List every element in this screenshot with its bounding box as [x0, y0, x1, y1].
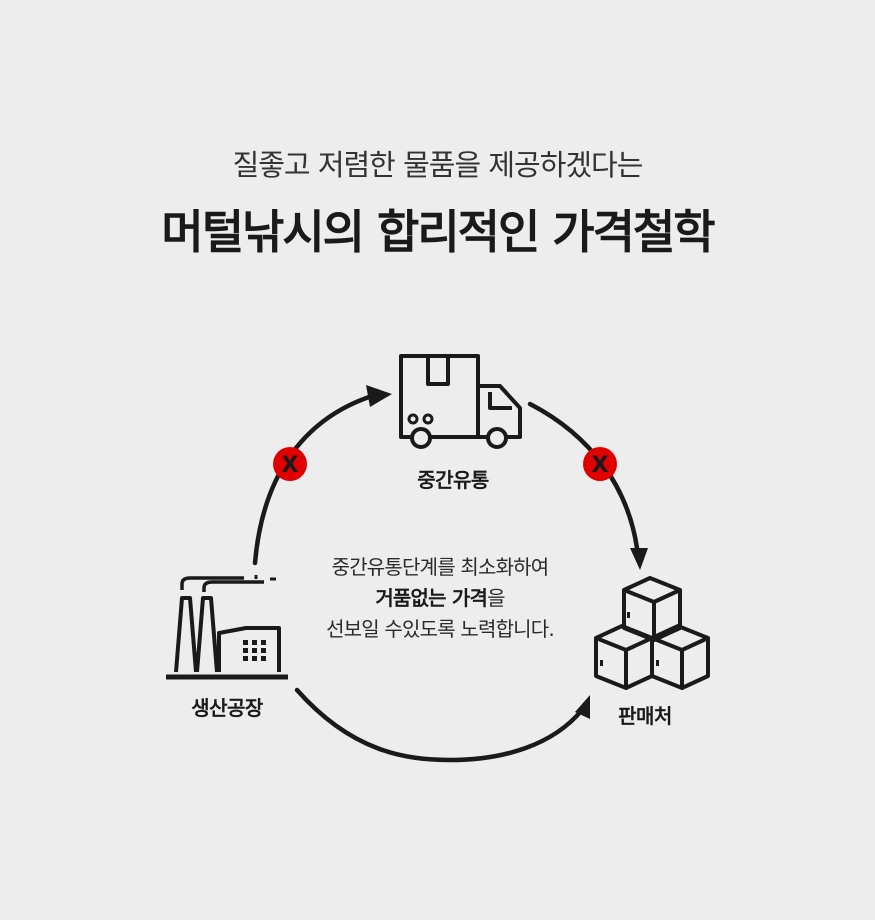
center-message: 중간유통단계를 최소화하여 거품없는 가격을 선보일 수있도록 노력합니다.	[270, 552, 610, 645]
x-marker-right: X	[583, 447, 617, 481]
center-line-2: 거품없는 가격을	[270, 583, 610, 614]
arrowhead-bottom	[575, 695, 590, 719]
header-subtitle: 질좋고 저렴한 물품을 제공하겠다는	[232, 148, 644, 182]
center-highlight: 거품없는 가격	[375, 586, 488, 610]
center-line-1: 중간유통단계를 최소화하여	[331, 555, 550, 579]
svg-text:X: X	[282, 453, 299, 478]
arrowhead-top	[366, 385, 392, 407]
arrowhead-right	[630, 548, 648, 570]
page-title: 머털낚시의 합리적인 가격철학	[161, 205, 715, 259]
center-line-2-rest: 을	[487, 586, 505, 610]
arc-retailer-to-factory	[294, 687, 585, 763]
svg-text:X: X	[592, 453, 609, 478]
center-line-3: 선보일 수있도록 노력합니다.	[326, 617, 555, 641]
node-label-factory: 생산공장	[191, 696, 263, 720]
boxes-icon	[594, 576, 710, 690]
arc-factory-to-distribution	[252, 393, 375, 566]
factory-icon	[166, 575, 288, 680]
x-marker-left: X	[273, 447, 307, 481]
arc-distribution-to-retailer	[527, 401, 640, 551]
node-label-retailer: 판매처	[618, 704, 672, 728]
node-label-distribution: 중간유통	[417, 468, 489, 492]
delivery-truck-icon	[399, 354, 522, 449]
boxes-tape-marks	[600, 612, 659, 666]
factory-windows	[243, 640, 266, 661]
